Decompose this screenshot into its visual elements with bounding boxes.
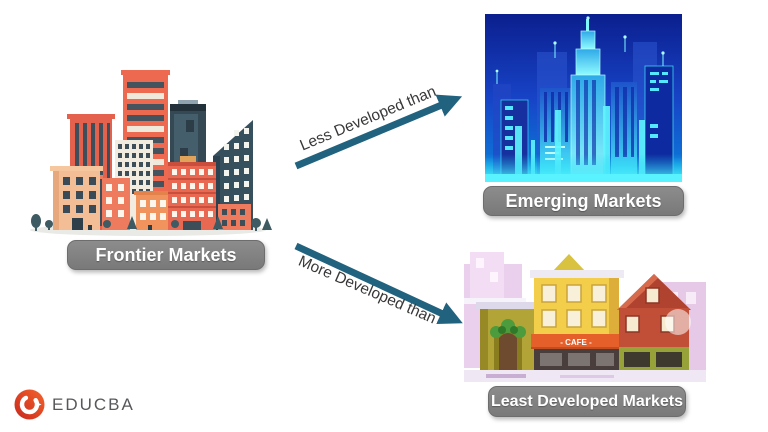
cafe-awning: - CAFE - (531, 334, 622, 349)
emerging-markets-image (485, 14, 682, 182)
emerging-markets-label: Emerging Markets (483, 186, 684, 216)
least-developed-markets-image: - CAFE - (464, 246, 706, 384)
shops-svg: - CAFE - (464, 252, 706, 382)
educba-logo-text: EDUCBA (52, 394, 135, 414)
educba-logo: EDUCBA (14, 389, 135, 420)
least-developed-markets-label: Least Developed Markets (488, 386, 686, 417)
frontier-markets-image (28, 58, 273, 238)
educba-logo-icon (14, 389, 45, 420)
frontier-city-svg (30, 70, 272, 236)
cafe-sign-text: - CAFE - (560, 338, 592, 347)
city-buildings (50, 70, 253, 230)
frontier-markets-label: Frontier Markets (67, 240, 265, 270)
arrow-to-emerging (294, 94, 463, 170)
emerging-city-svg (485, 14, 682, 182)
arrow-to-least-developed (294, 242, 463, 325)
city-trees (31, 214, 272, 231)
